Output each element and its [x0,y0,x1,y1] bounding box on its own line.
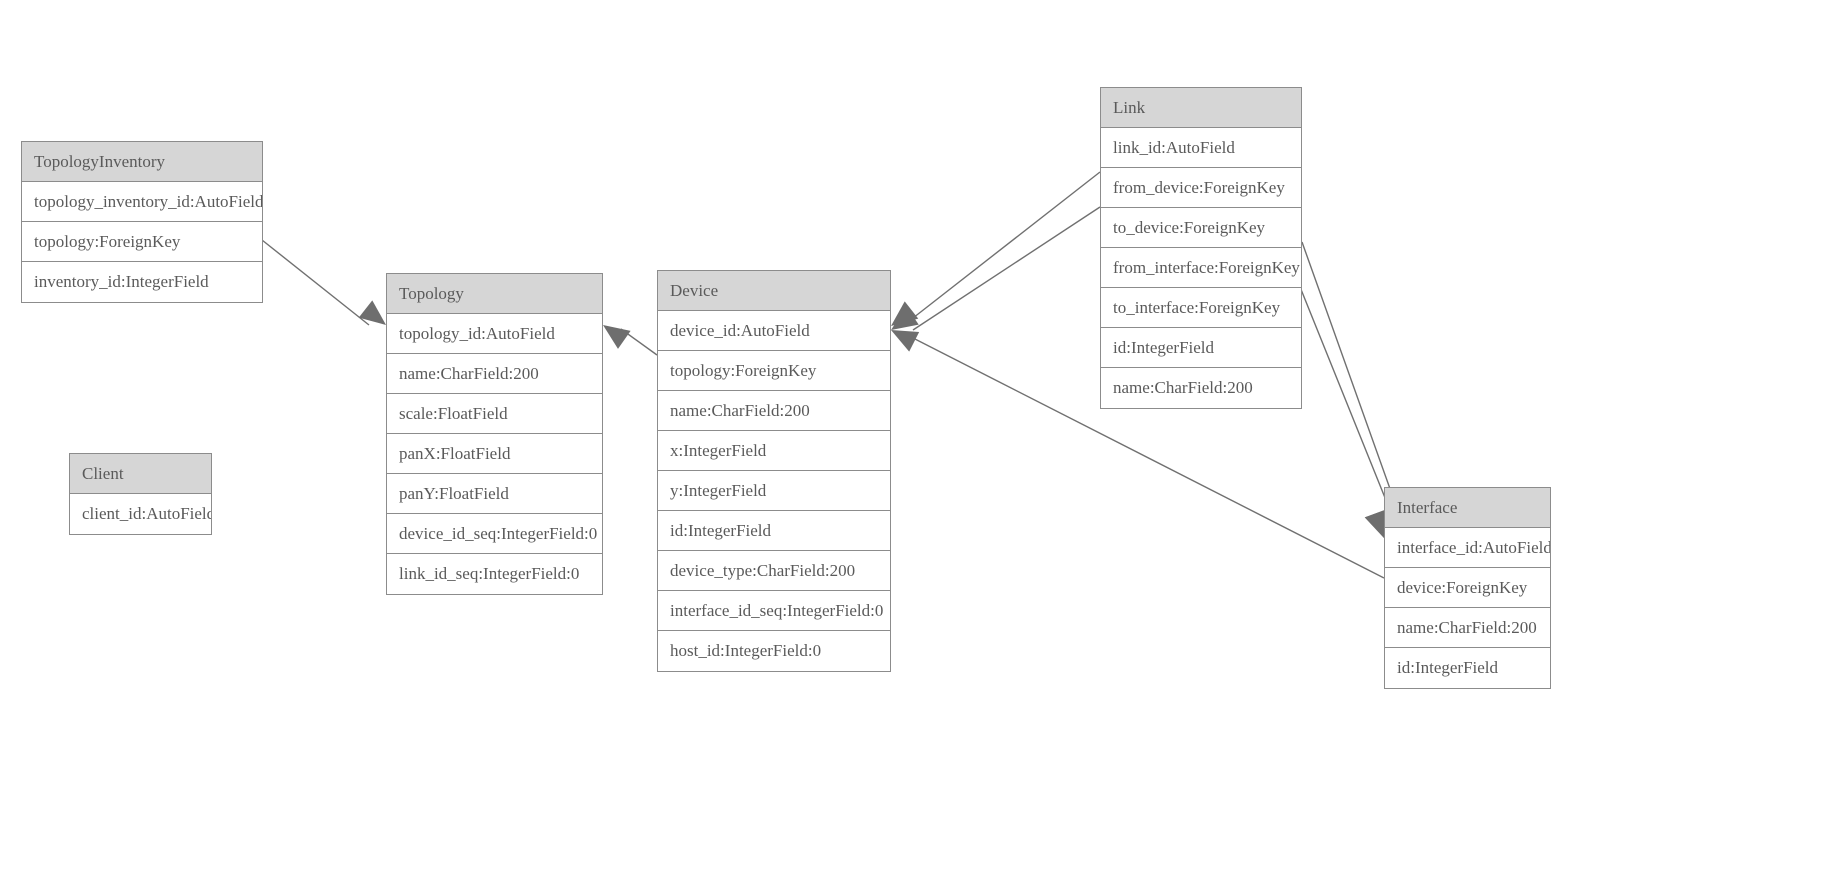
entity-field: x:IntegerField [658,431,890,471]
entity-field: device_id_seq:IntegerField:0 [387,514,602,554]
entity-field: topology_id:AutoField [387,314,602,354]
entity-field: device_id:AutoField [658,311,890,351]
relationship-line [912,171,1101,319]
entity-title-device: Device [658,271,890,311]
entity-field: panX:FloatField [387,434,602,474]
entity-field: y:IntegerField [658,471,890,511]
entity-field: panY:FloatField [387,474,602,514]
entity-field: to_interface:ForeignKey [1101,288,1301,328]
entity-field: name:CharField:200 [1385,608,1550,648]
relationship-line [912,206,1101,331]
entity-field: link_id_seq:IntegerField:0 [387,554,602,594]
entity-field: device:ForeignKey [1385,568,1550,608]
entity-title-link: Link [1101,88,1301,128]
entity-title-topologyinventory: TopologyInventory [22,142,262,182]
relationship-topologyinventory-topology [261,239,386,326]
relationship-line [1295,276,1399,531]
entity-field: scale:FloatField [387,394,602,434]
entity-field: interface_id:AutoField [1385,528,1550,568]
entity-title-topology: Topology [387,274,602,314]
entity-field: topology_inventory_id:AutoField [22,182,262,222]
entity-title-interface: Interface [1385,488,1550,528]
entity-field: device_type:CharField:200 [658,551,890,591]
entity-field: id:IntegerField [1101,328,1301,368]
entity-field: name:CharField:200 [658,391,890,431]
entity-field: topology:ForeignKey [658,351,890,391]
entity-title-client: Client [70,454,211,494]
relationship-device-topology [603,325,658,356]
entity-field: name:CharField:200 [387,354,602,394]
entity-field: link_id:AutoField [1101,128,1301,168]
entity-field: inventory_id:IntegerField [22,262,262,302]
entity-field: host_id:IntegerField:0 [658,631,890,671]
entity-field: from_device:ForeignKey [1101,168,1301,208]
relationship-line [261,239,370,326]
relationship-line [1301,241,1405,529]
entity-field: id:IntegerField [1385,648,1550,688]
relationship-link-to-device [891,206,1101,331]
entity-field: client_id:AutoField [70,494,211,534]
entity-field: from_interface:ForeignKey [1101,248,1301,288]
relationship-link-to-interface [1295,276,1399,538]
entity-field: topology:ForeignKey [22,222,262,262]
entity-field: name:CharField:200 [1101,368,1301,408]
entity-field: to_device:ForeignKey [1101,208,1301,248]
relationship-link-from-device [891,171,1101,326]
relationship-line [620,328,658,356]
entity-field: interface_id_seq:IntegerField:0 [658,591,890,631]
entity-field: id:IntegerField [658,511,890,551]
